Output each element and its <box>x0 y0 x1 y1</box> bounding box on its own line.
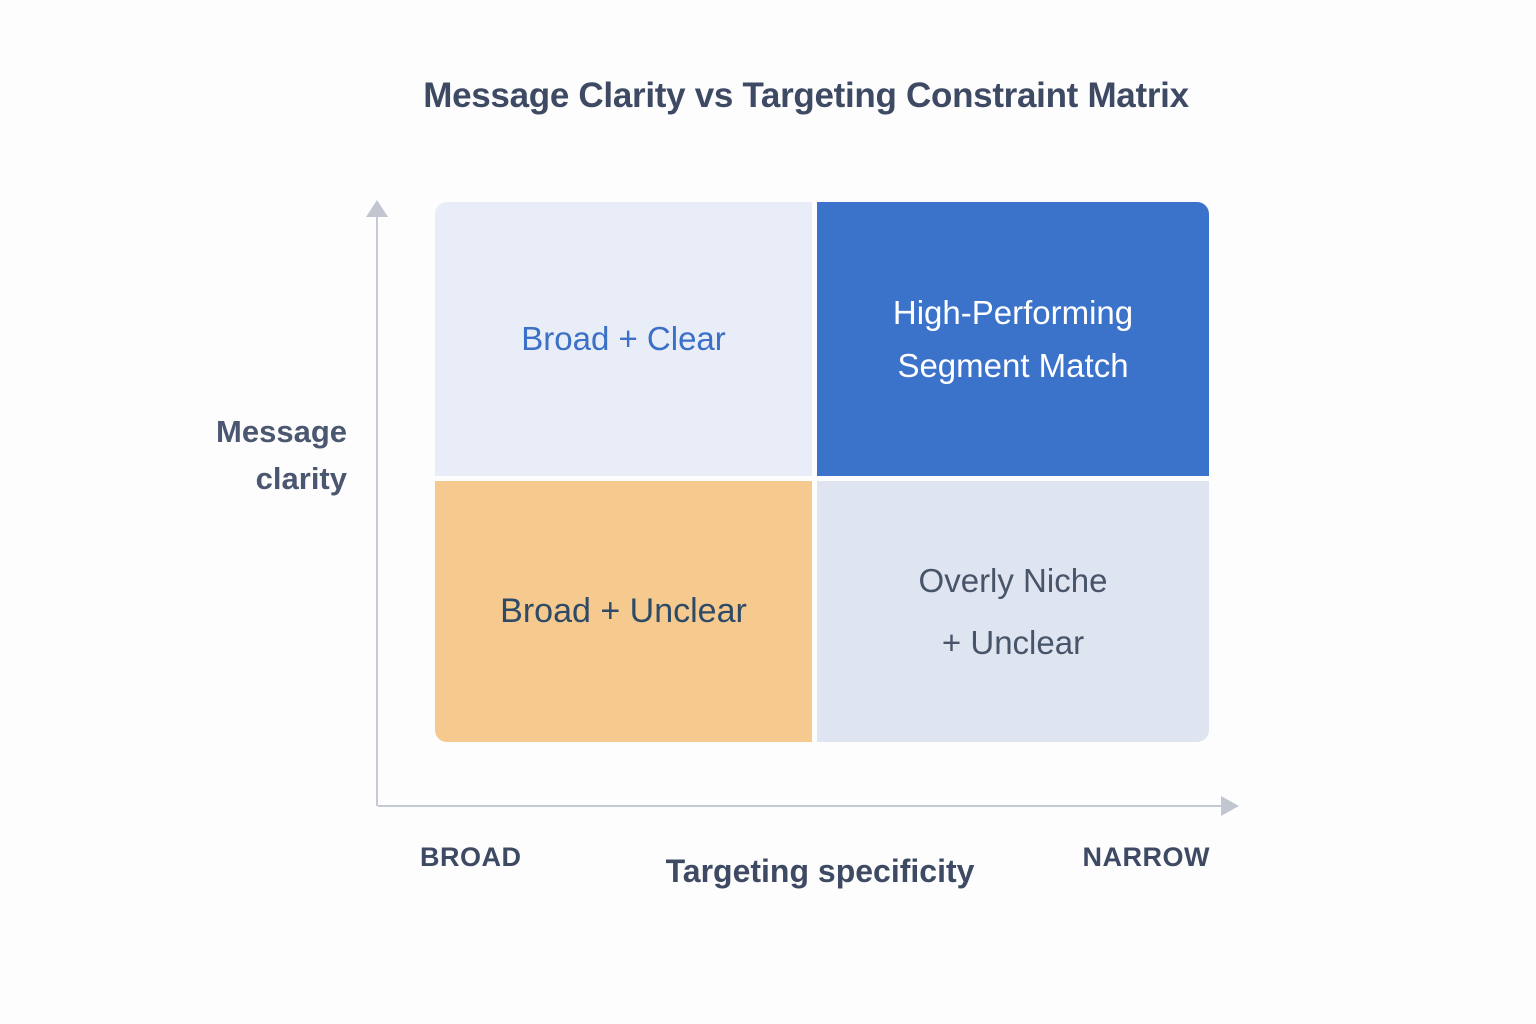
diagram-title: Message Clarity vs Targeting Constraint … <box>423 76 1189 115</box>
quadrant-high-performing-label-line2: Segment Match <box>897 347 1129 384</box>
quadrant-overly-niche-label-line1: Overly Niche <box>918 562 1108 600</box>
x-axis-min-label: BROAD <box>420 842 522 872</box>
x-axis-title: Targeting specificity <box>665 853 975 889</box>
quadrant-broad-clear-label: Broad + Clear <box>521 320 726 358</box>
x-axis-line <box>378 805 1222 807</box>
y-axis-label-line2: clarity <box>255 461 347 496</box>
quadrant-high-performing-label-line1: High-Performing <box>892 293 1134 331</box>
quadrant-broad-unclear: Broad + Unclear <box>435 481 812 742</box>
quadrant-overly-niche-label-line2: + Unclear <box>941 623 1085 661</box>
quadrant-grid: Broad + Clear High-Performing Segment Ma… <box>435 202 1209 742</box>
x-axis-max-label: NARROW <box>1082 842 1210 872</box>
x-axis-arrow-right-icon <box>1221 796 1239 816</box>
y-axis-line <box>376 214 378 806</box>
y-axis-label-line1: Message <box>216 414 347 449</box>
y-axis-arrow-up-icon <box>366 200 388 217</box>
y-axis-label: Message clarity <box>216 408 347 502</box>
quadrant-broad-unclear-label: Broad + Unclear <box>500 591 747 630</box>
quadrant-high-performing-segment-match: High-Performing Segment Match <box>817 202 1209 476</box>
quadrant-broad-clear: Broad + Clear <box>435 202 812 476</box>
quadrant-overly-niche-unclear: Overly Niche + Unclear <box>817 481 1209 742</box>
